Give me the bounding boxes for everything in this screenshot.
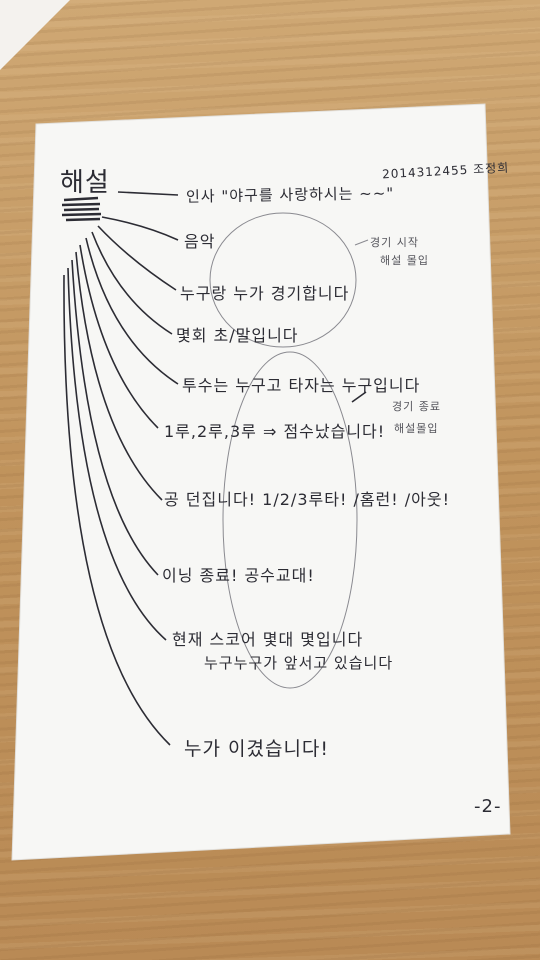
page-number: -2- bbox=[474, 796, 502, 817]
scribble-mark bbox=[61, 196, 102, 222]
list-item: 누구랑 누가 경기합니다 bbox=[180, 284, 350, 303]
note-game-end-line2: 해설몰입 bbox=[394, 422, 439, 435]
list-item: 1루,2루,3루 ⇒ 점수났습니다! bbox=[164, 422, 386, 441]
page-title: 해설 bbox=[60, 168, 110, 198]
note-game-end-line1: 경기 종료 bbox=[392, 400, 441, 413]
paper-shape bbox=[11, 103, 511, 861]
background-paper-corner bbox=[0, 0, 70, 70]
list-item: 현재 스코어 몇대 몇입니다 bbox=[172, 630, 364, 649]
list-item: 인사 "야구를 사랑하시는 ~~" bbox=[185, 184, 395, 206]
note-game-start-line1: 경기 시작 bbox=[370, 236, 419, 249]
list-item: 이닝 종료! 공수교대! bbox=[162, 566, 315, 585]
list-item: 음악 bbox=[184, 232, 216, 251]
connector-lines bbox=[63, 191, 367, 746]
pencil-oval-start bbox=[209, 212, 357, 348]
list-item: 누구누구가 앞서고 있습니다 bbox=[204, 654, 394, 672]
pencil-oval-end bbox=[222, 351, 358, 689]
list-item: 누가 이겼습니다! bbox=[184, 738, 330, 760]
pencil-pointer bbox=[354, 239, 369, 246]
list-item: 투수는 누구고 타자는 누구입니다 bbox=[182, 376, 421, 395]
list-item: 공 던집니다! 1/2/3루타! /홈런! /아웃! bbox=[164, 490, 451, 509]
list-item: 몇회 초/말입니다 bbox=[176, 326, 299, 345]
note-game-start-line2: 해설 몰입 bbox=[380, 254, 429, 267]
